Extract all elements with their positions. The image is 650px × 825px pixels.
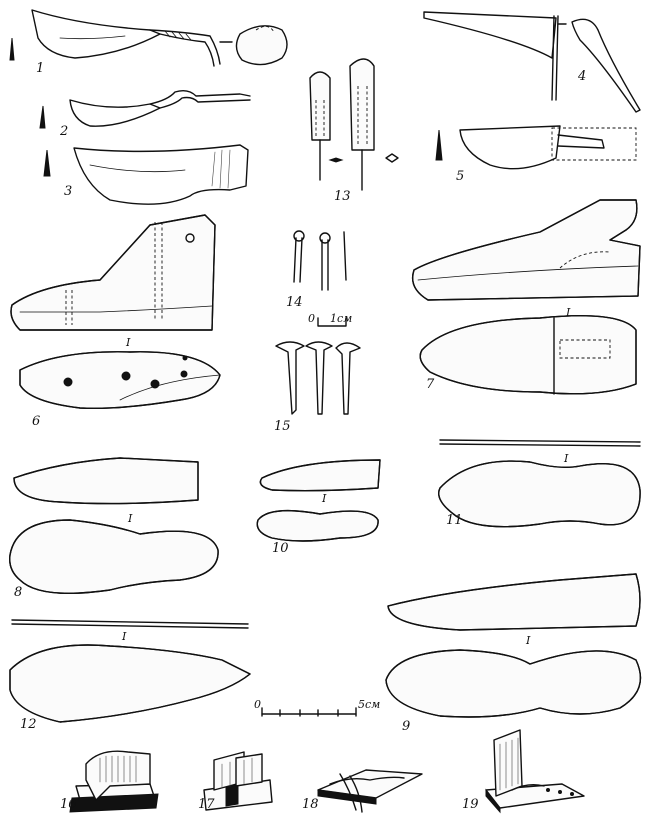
figure-1-curved-knife [9,9,288,67]
figure-17-seam [203,751,273,811]
figure-18-seam [317,769,423,813]
figure-8-last: I [9,457,219,594]
figure-4-hooked-knife [423,11,641,113]
figure-number-3: 3 [64,184,72,199]
scale-bar-1cm: 0 1см [308,312,352,327]
figure-number-2: 2 [59,124,68,139]
figure-number-8: 8 [14,585,22,600]
figure-15-nails [275,341,361,415]
scale-5cm-label: 5см [358,698,380,711]
figure-number-14: 14 [286,295,303,310]
section-mark-6: I [125,336,131,349]
section-mark-9: I [525,634,531,647]
figure-19-seam [485,729,585,814]
figure-13-awls [309,58,399,191]
figure-11-insole: I [438,439,641,528]
scale-bar-5cm: 0 5см [254,698,380,717]
figure-number-5: 5 [456,169,464,184]
figure-number-16: 16 [60,797,77,812]
section-mark-8: I [127,512,133,525]
figure-number-10: 10 [272,541,289,556]
figure-5-knife [435,125,637,170]
figure-number-13: 13 [334,189,351,204]
figure-7-shoe-last: I [411,199,641,395]
figure-3-broad-knife [43,144,249,205]
scale-5cm-zero: 0 [254,698,261,711]
figure-10-last: I [256,459,381,542]
figure-number-17: 17 [198,797,215,812]
figure-number-7: 7 [426,377,435,392]
figure-number-1: 1 [36,61,44,76]
section-mark-7: I [565,306,571,319]
figure-number-6: 6 [32,414,40,429]
figure-14-needles [293,230,347,291]
figure-12-insole: I [9,619,251,723]
figure-16-seam [69,750,159,813]
figure-number-4: 4 [577,69,586,84]
figure-number-11: 11 [446,513,463,528]
scale-1cm-zero: 0 [308,312,315,325]
section-mark-10: I [321,492,327,505]
scale-1cm-label: 1см [330,312,352,325]
figure-number-12: 12 [20,717,37,732]
section-mark-11: I [563,452,569,465]
figure-number-15: 15 [274,419,291,434]
figure-9-insole: I [385,573,642,718]
section-mark-12: I [121,630,127,643]
figure-number-9: 9 [402,719,410,734]
figure-2-bent-knife [39,89,251,129]
figure-6-shoe-last: I [10,214,221,410]
figure-number-18: 18 [302,797,319,812]
figure-number-19: 19 [462,797,479,812]
